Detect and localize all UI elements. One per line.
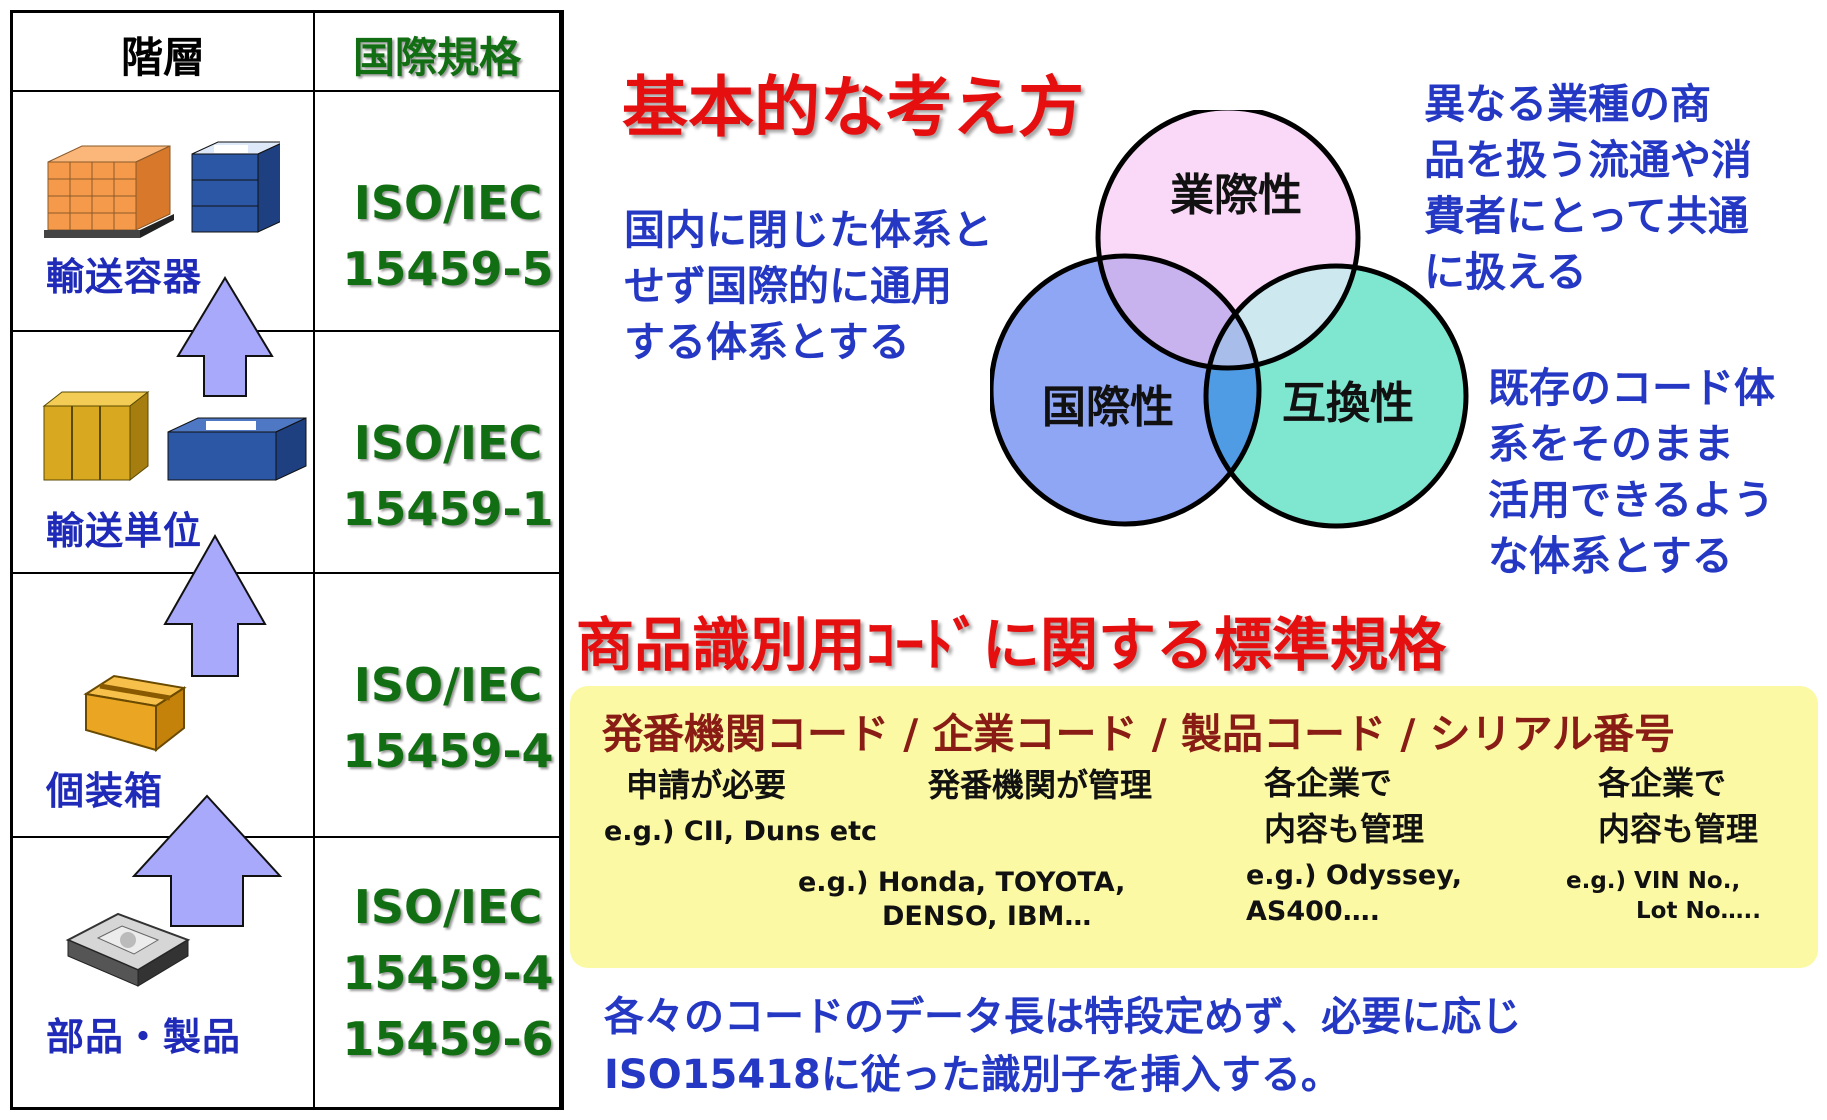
upward-arrows [131,276,283,927]
table-row-divider [10,572,560,574]
electronic-part-icon [65,912,191,987]
company-code-desc: 発番機関が管理 [928,766,1153,804]
standard-cell: ISO/IEC 15459-1 [342,416,554,536]
table-column-divider [313,10,315,1110]
issuer-code-example: e.g.) CII, Duns etc [604,816,878,847]
company-code-example: e.g.) Honda, TOYOTA, DENSO, IBM… [798,867,1126,932]
table-border-bottom [10,1107,560,1110]
pallet-stack-icon [44,145,174,238]
up-arrow-icon [163,533,267,677]
layer-label: 個装箱 [46,769,164,813]
issuer-code-desc: 申請が必要 [626,766,787,804]
table-row-divider [10,836,560,838]
venn-label-top: 業際性 [1170,170,1302,221]
table-border-right [559,10,564,1110]
serial-number-desc: 各企業で 内容も管理 [1598,764,1759,848]
international-note: 国内に閉じた体系と せず国際的に通用 する体系とする [624,206,993,366]
standard-cell: ISO/IEC 15459-4 [342,658,554,778]
stacked-blue-boxes-icon [191,141,280,233]
venn-label-left: 国際性 [1042,382,1174,433]
layer-label: 部品・製品 [46,1015,242,1059]
up-arrow-icon [131,794,283,927]
transport-container-icons [44,141,280,238]
transport-unit-icons [42,390,307,482]
compatibility-note: 既存のコード体 系をそのまま 活用できるよう な体系とする [1488,364,1775,580]
header-standard: 国際規格 [352,33,521,82]
blue-bin-icon [167,417,307,481]
code-structure-box [570,686,1818,968]
hierarchy-table: 階層 国際規格 [10,10,564,1110]
header-layer: 階層 [120,33,205,82]
table-row-divider [10,90,560,92]
up-arrow-icon [176,276,274,397]
footer-note: 各々のコードのデータ長は特段定めず、必要に応じ ISO15418に従った識別子を… [604,994,1522,1098]
table-border-top [10,10,560,13]
standards-title: 商品識別用ｺｰﾄﾞに関する標準規格 [576,611,1447,679]
cross-industry-note: 異なる業種の商 品を扱う流通や消 費者にとって共通 に扱える [1424,80,1752,296]
code-structure-line: 発番機関コード / 企業コード / 製品コード / シリアル番号 [602,710,1676,758]
cargo-boxes-icon [42,390,150,482]
layer-label: 輸送容器 [46,255,203,299]
venn-label-right: 互換性 [1282,378,1414,429]
standard-cell: ISO/IEC 15459-4 15459-6 [342,880,554,1066]
table-row-divider [10,330,560,332]
standard-cell: ISO/IEC 15459-5 [342,176,554,296]
basic-concept-title: 基本的な考え方 [622,69,1084,146]
venn-diagram: 業際性 国際性 互換性 [990,110,1469,529]
product-code-example: e.g.) Odyssey, AS400…. [1246,860,1462,927]
product-code-desc: 各企業で 内容も管理 [1264,764,1425,848]
table-border-left [10,10,13,1110]
layer-label: 輸送単位 [46,509,203,553]
serial-number-example: e.g.) VIN No., Lot No….. [1566,868,1761,924]
carton-box-icon [83,674,187,753]
